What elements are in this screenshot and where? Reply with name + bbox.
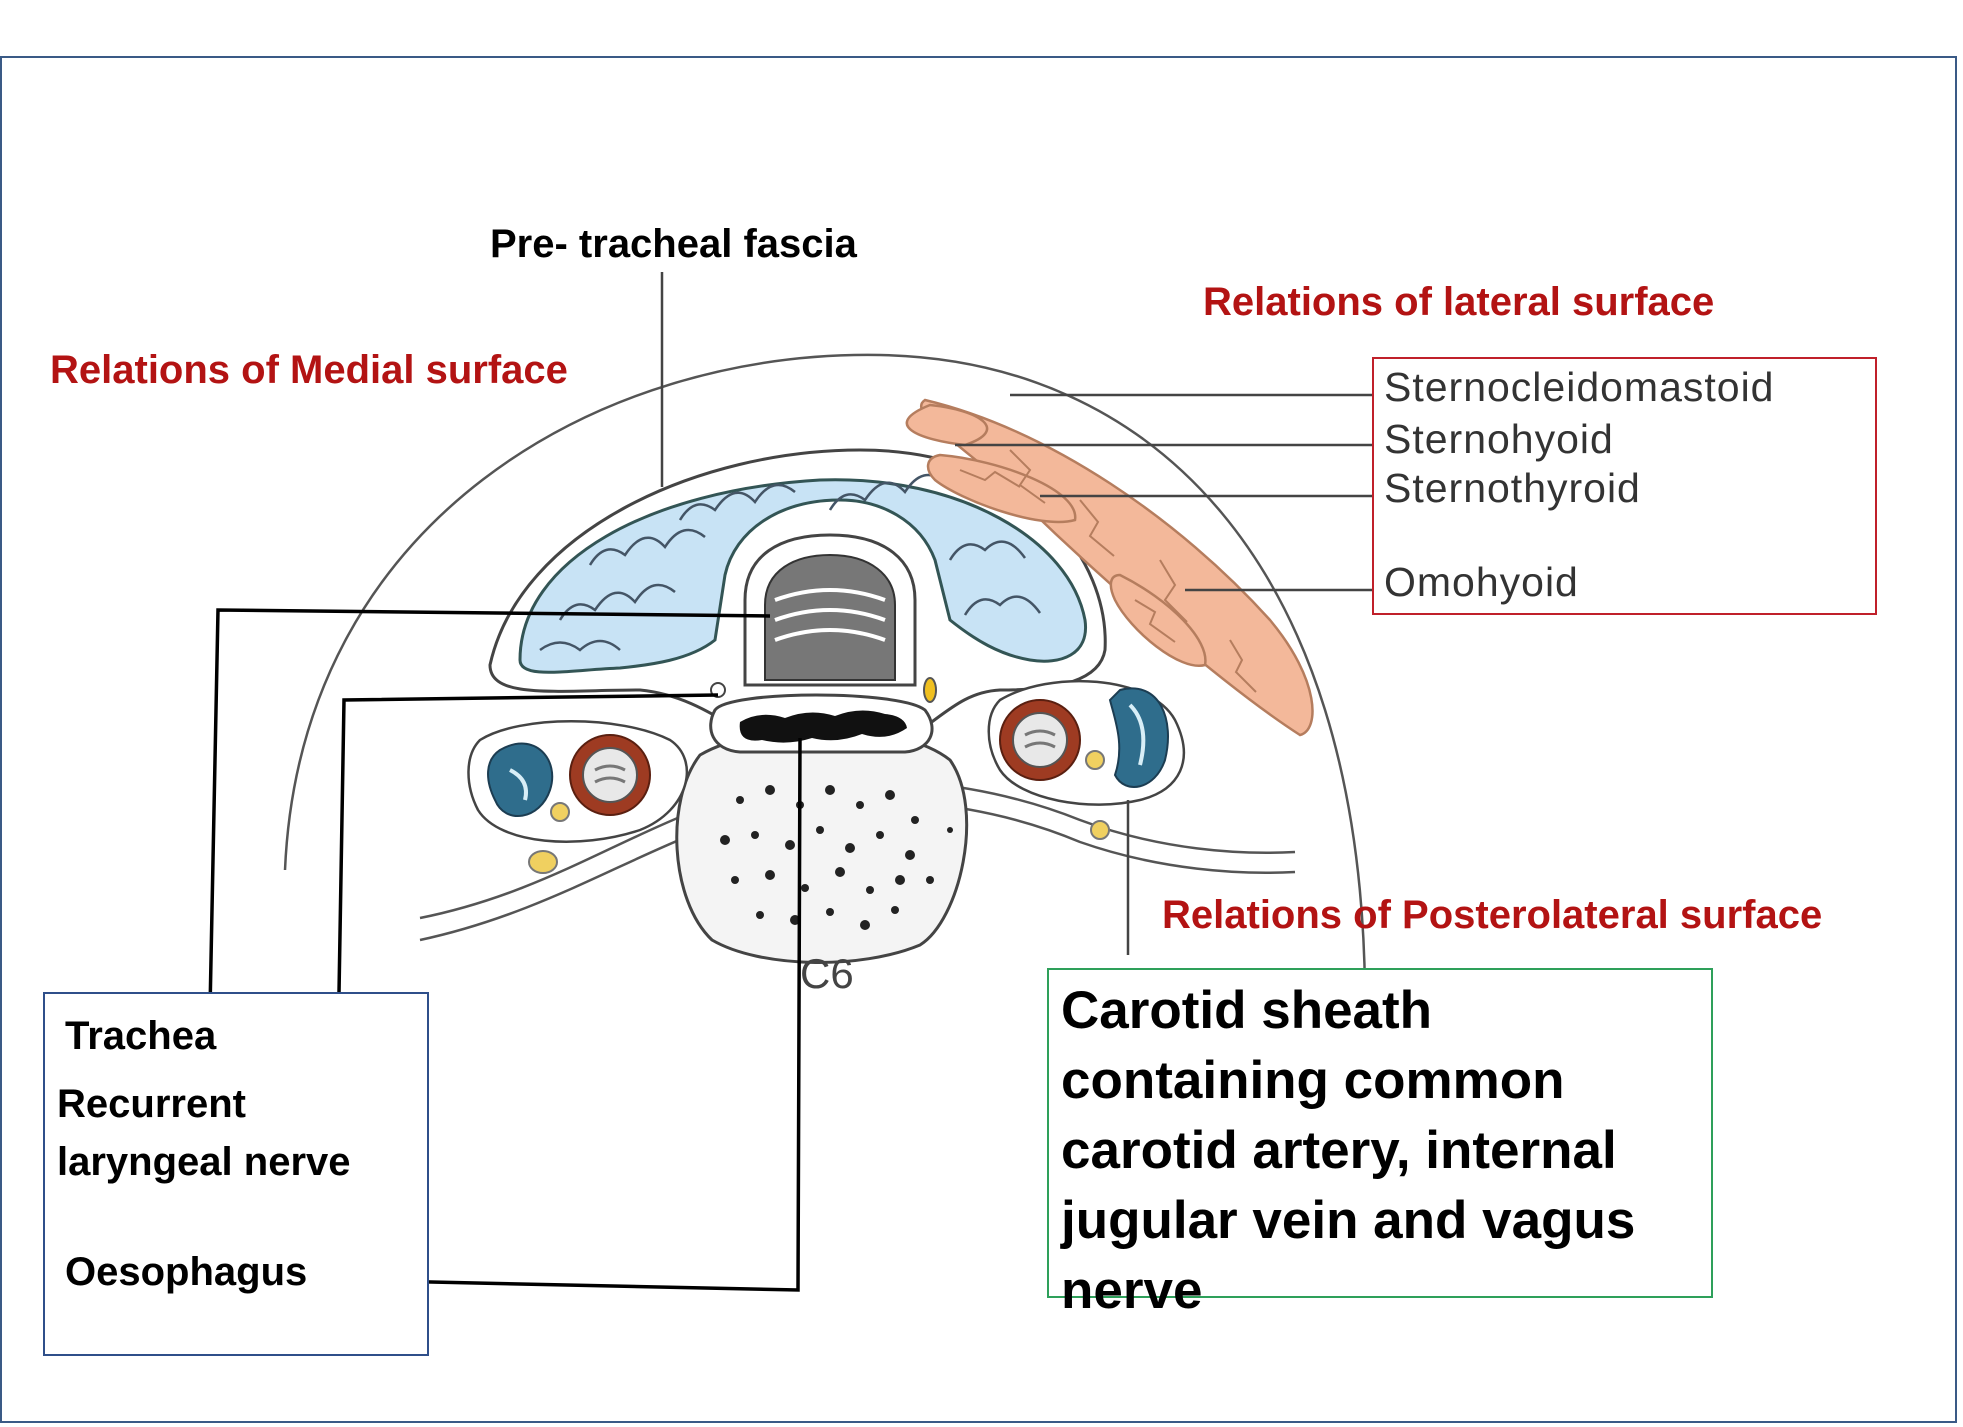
vertebra-c6-label: C6 — [800, 950, 854, 997]
medial-relations-box: Trachea Recurrent laryngeal nerve Oesoph… — [43, 992, 429, 1356]
lateral-relations-box: Sternocleidomastoid Sternohyoid Sternoth… — [1372, 357, 1877, 615]
oesophagus-label: Oesophagus — [65, 1250, 308, 1294]
recurrent-laryngeal-nerve-label-line2: laryngeal nerve — [57, 1140, 351, 1184]
carotid-sheath-description: Carotid sheath containing common carotid… — [1061, 981, 1636, 1320]
lateral-surface-heading: Relations of lateral surface — [1203, 280, 1715, 324]
posterolateral-relations-box: Carotid sheath containing common carotid… — [1047, 968, 1713, 1320]
right-recurrent-laryngeal-nerve — [923, 677, 937, 703]
sternothyroid-label: Sternothyroid — [1384, 465, 1641, 511]
diagram-frame — [0, 56, 1957, 1423]
left-vagus-nerve — [550, 802, 570, 822]
sternocleidomastoid-label: Sternocleidomastoid — [1384, 364, 1775, 410]
thyroid-gland — [518, 478, 1087, 674]
tracheal-rings — [774, 588, 886, 642]
omohyoid-label: Omohyoid — [1384, 559, 1579, 605]
rln-leader — [335, 693, 719, 1111]
trachea-label: Trachea — [65, 1014, 217, 1058]
trachea-leader — [208, 608, 771, 1011]
sternohyoid-muscle — [905, 403, 989, 447]
right-sympathetic-trunk — [1090, 820, 1110, 840]
strap-muscles — [905, 398, 1314, 737]
left-sympathetic-trunk — [528, 850, 558, 874]
posterolateral-surface-heading: Relations of Posterolateral surface — [1162, 893, 1823, 937]
vertebra-trabeculae — [720, 785, 953, 930]
omohyoid-muscle — [1109, 573, 1207, 668]
neck-outline — [283, 353, 1367, 991]
trachea-lumen — [764, 553, 896, 681]
right-vagus-nerve — [1085, 750, 1105, 770]
sternohyoid-label: Sternohyoid — [1384, 416, 1614, 462]
recurrent-laryngeal-nerve-label-line1: Recurrent — [57, 1082, 246, 1126]
vertebral-body-c6 — [675, 727, 969, 964]
right-internal-jugular-vein — [1108, 687, 1169, 788]
thyroid-lobule-pattern — [539, 473, 1042, 652]
oesophagus-leader — [337, 737, 802, 1292]
medial-surface-heading: Relations of Medial surface — [50, 348, 568, 392]
pretracheal-fascia-label: Pre- tracheal fascia — [490, 222, 857, 266]
oesophagus-lumen — [739, 710, 907, 743]
